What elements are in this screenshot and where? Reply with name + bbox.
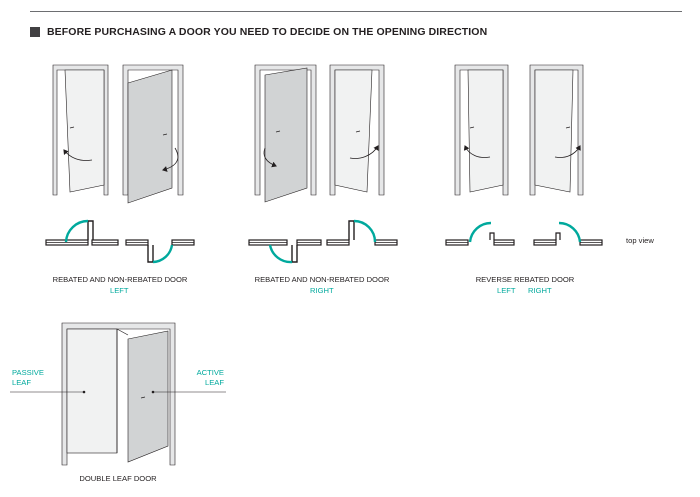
topview-left-rebated [45, 219, 119, 246]
topview-reverse-left [445, 221, 515, 246]
group-left-direction: LEFT [110, 286, 129, 295]
passive-leaf-line1: PASSIVE [12, 368, 44, 377]
topview-left-nonrebated [125, 239, 195, 264]
door-right-rebated [329, 64, 385, 196]
door-left-rebated [52, 64, 109, 196]
top-divider [30, 11, 682, 12]
group-right-direction: RIGHT [310, 286, 334, 295]
door-reverse-left [454, 64, 509, 196]
topview-reverse-right [533, 221, 603, 246]
topview-right-rebated [326, 219, 398, 246]
active-leaf-label: ACTIVE LEAF [196, 368, 224, 388]
active-leaf-line2: LEAF [205, 378, 224, 387]
door-reverse-right [529, 64, 584, 196]
double-leaf-title: DOUBLE LEAF DOOR [79, 474, 157, 483]
active-leaf-line1: ACTIVE [196, 368, 224, 377]
section-header: BEFORE PURCHASING A DOOR YOU NEED TO DEC… [30, 24, 487, 40]
section-title: BEFORE PURCHASING A DOOR YOU NEED TO DEC… [47, 26, 488, 38]
group-reverse-direction-right: RIGHT [528, 286, 552, 295]
double-leaf-door [10, 322, 226, 466]
passive-leaf-line2: LEAF [12, 378, 31, 387]
group-left-title: REBATED AND NON-REBATED DOOR [52, 275, 188, 284]
bullet-square-icon [30, 27, 40, 37]
door-right-nonrebated [254, 64, 317, 203]
group-reverse-direction-left: LEFT [497, 286, 516, 295]
passive-leaf-label: PASSIVE LEAF [12, 368, 44, 388]
top-view-label: top view [626, 236, 654, 245]
group-right-title: REBATED AND NON-REBATED DOOR [254, 275, 390, 284]
door-left-nonrebated [122, 64, 184, 204]
group-reverse-title: REVERSE REBATED DOOR [475, 275, 575, 284]
topview-right-nonrebated [248, 239, 322, 264]
